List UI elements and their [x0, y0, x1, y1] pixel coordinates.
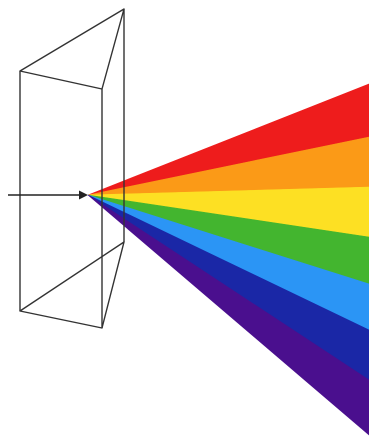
incident-ray-arrowhead	[79, 191, 88, 200]
prism	[20, 9, 124, 328]
spectrum-fan	[88, 84, 369, 435]
prism-bottom-face	[20, 242, 124, 328]
prism-top-face	[20, 9, 124, 89]
